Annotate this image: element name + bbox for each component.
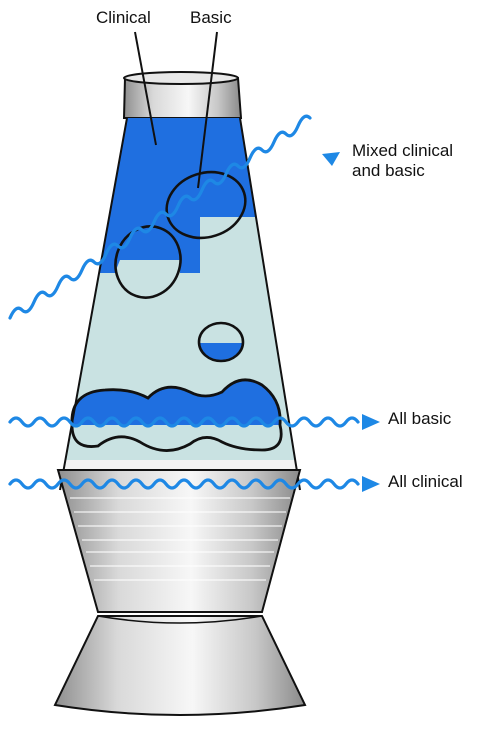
wave-arrowheads <box>322 152 380 492</box>
basic-label: Basic <box>190 8 232 28</box>
clinical-label: Clinical <box>96 8 151 28</box>
mixed-arrowhead <box>322 152 340 166</box>
liquid-light-region <box>40 273 340 460</box>
lamp-foot <box>55 616 305 715</box>
all-clinical-arrowhead <box>362 476 380 492</box>
all-basic-arrowhead <box>362 414 380 430</box>
mixed-label-line2: and basic <box>352 161 492 181</box>
lamp-cap-top <box>124 72 238 84</box>
mixed-label-line1: Mixed clinical <box>352 141 492 161</box>
lamp-liquid <box>40 118 340 490</box>
mixed-label: Mixed clinical and basic <box>352 141 492 181</box>
lamp-base-cone <box>58 470 300 612</box>
all-clinical-label: All clinical <box>388 472 463 492</box>
all-basic-label: All basic <box>388 409 451 429</box>
liquid-dark-region <box>40 118 340 273</box>
